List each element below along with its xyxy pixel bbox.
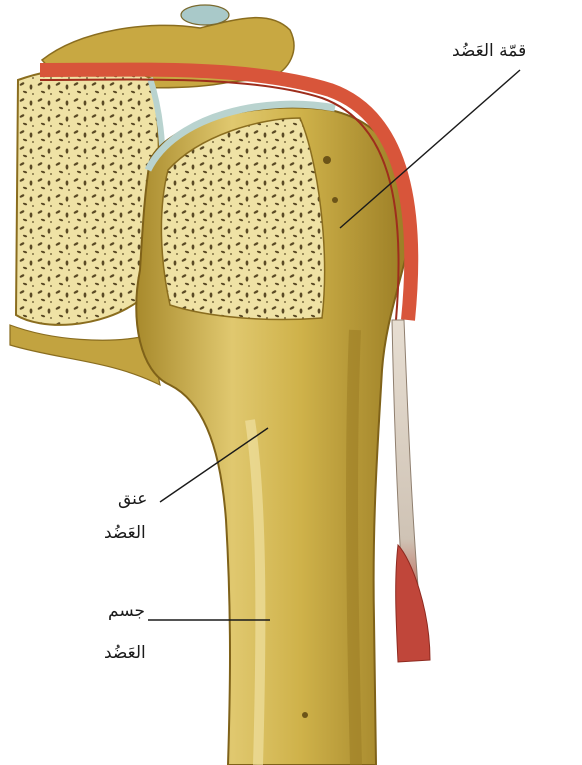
shaft-shadow	[352, 330, 356, 765]
clavicle-end	[181, 5, 229, 25]
humeral-neck-label-line1: عنق	[118, 488, 147, 511]
humeral-head-label: قمّة العَضُد	[452, 40, 526, 63]
humeral-shaft-label-line2: العَضُد	[104, 642, 146, 665]
foramen	[332, 197, 338, 203]
foramen	[302, 712, 308, 718]
humeral-neck-label-line2: العَضُد	[104, 522, 146, 545]
foramen	[323, 156, 331, 164]
humeral-shaft-label-line1: جسم	[108, 600, 145, 623]
